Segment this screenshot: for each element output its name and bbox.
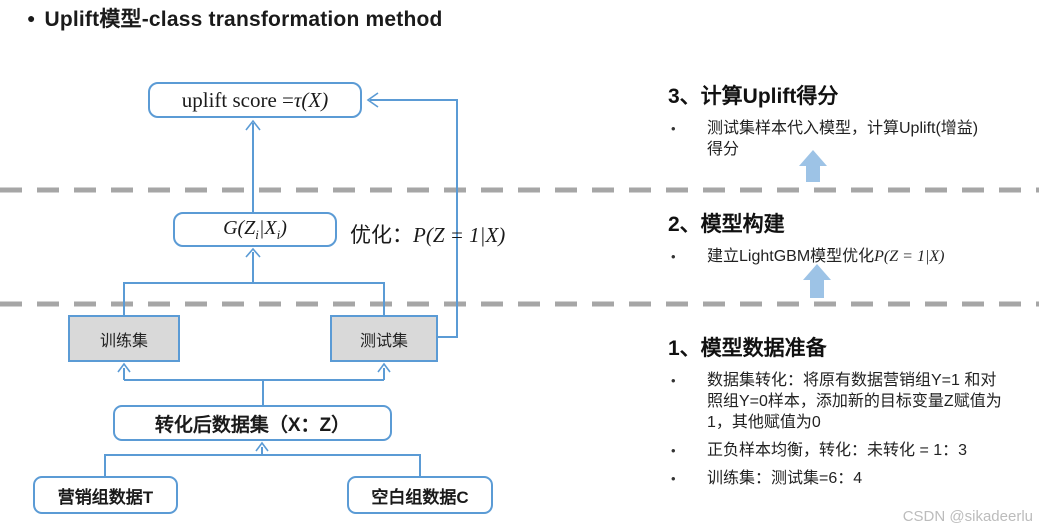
step-2-formula: P(Z = 1|X) xyxy=(874,248,945,265)
step-1-section: 1、模型数据准备 • 数据集转化：将原有数据营销组Y=1 和对照组Y=0样本，添… xyxy=(668,332,1010,496)
bullet-text: 训练集：测试集=6：4 xyxy=(707,470,863,487)
arrowhead-into-transformed xyxy=(255,441,269,452)
arrowhead-into-test xyxy=(377,362,391,373)
up-block-arrow-step2-to-step3 xyxy=(799,150,827,182)
g-formula: G(Zi|Xi) xyxy=(223,216,287,242)
step-1-bullet-2: • 正负样本均衡，转化：未转化 = 1：3 xyxy=(668,440,1010,461)
train-set-box: 训练集 xyxy=(68,315,180,362)
bullet-marker: • xyxy=(671,249,676,264)
arrowhead-into-uplift xyxy=(245,119,261,131)
control-data-box: 空白组数据C xyxy=(347,476,493,514)
connector-sets-merge-up xyxy=(123,282,385,315)
bullet-text: 测试集样本代入模型，计算Uplift(增益)得分 xyxy=(707,120,979,158)
step-2-section: 2、模型构建 • 建立LightGBM模型优化P(Z = 1|X) xyxy=(668,208,1038,274)
bullet-marker: • xyxy=(671,373,676,388)
arrowhead-into-uplift-right xyxy=(366,92,379,108)
step-1-bullet-1: • 数据集转化：将原有数据营销组Y=1 和对照组Y=0样本，添加新的目标变量Z赋… xyxy=(668,370,1010,433)
optimize-formula: P(Z = 1|X) xyxy=(413,223,506,247)
bullet-text: 建立LightGBM模型优化P(Z = 1|X) xyxy=(707,248,945,265)
uplift-formula-italic: τ(X) xyxy=(293,87,329,112)
g-model-box: G(Zi|Xi) xyxy=(173,212,337,247)
step-2-bullet-1: • 建立LightGBM模型优化P(Z = 1|X) xyxy=(668,246,1038,267)
step-2-title: 2、模型构建 xyxy=(668,213,785,236)
connector-sources-merge xyxy=(104,454,421,476)
test-set-box: 测试集 xyxy=(330,315,438,362)
arrowhead-into-g xyxy=(245,247,261,258)
title-bullet-icon: ● xyxy=(27,10,36,26)
step-3-section: 3、计算Uplift得分 • 测试集样本代入模型，计算Uplift(增益)得分 xyxy=(668,80,980,167)
arrowhead-into-train xyxy=(117,362,131,373)
step-3-bullet-1: • 测试集样本代入模型，计算Uplift(增益)得分 xyxy=(668,118,980,160)
page-title: Uplift模型-class transformation method xyxy=(44,8,443,31)
slide-title-row: ● Uplift模型-class transformation method xyxy=(27,3,443,33)
step-1-bullet-3: • 训练集：测试集=6：4 xyxy=(668,468,1010,489)
optimize-label: 优化： P(Z = 1|X) xyxy=(350,219,505,249)
bullet-text: 正负样本均衡，转化：未转化 = 1：3 xyxy=(707,442,968,459)
bullet-marker: • xyxy=(671,471,676,486)
up-block-arrow-step1-to-step2 xyxy=(803,264,831,298)
step-3-title: 3、计算Uplift得分 xyxy=(668,85,839,108)
uplift-score-box: uplift score = τ(X) xyxy=(148,82,362,118)
connector-test-to-uplift xyxy=(370,99,458,338)
uplift-formula-roman: uplift score = xyxy=(181,87,294,112)
step-1-title: 1、模型数据准备 xyxy=(668,337,827,360)
bullet-text: 数据集转化：将原有数据营销组Y=1 和对照组Y=0样本，添加新的目标变量Z赋值为… xyxy=(707,372,1002,431)
bullet-marker: • xyxy=(671,121,676,136)
treatment-data-box: 营销组数据T xyxy=(33,476,178,514)
bullet-marker: • xyxy=(671,443,676,458)
transformed-dataset-box: 转化后数据集（X：Z） xyxy=(113,405,392,441)
csdn-watermark: CSDN @sikadeerlu xyxy=(902,508,1033,525)
optimize-label-cn: 优化： xyxy=(350,224,413,247)
